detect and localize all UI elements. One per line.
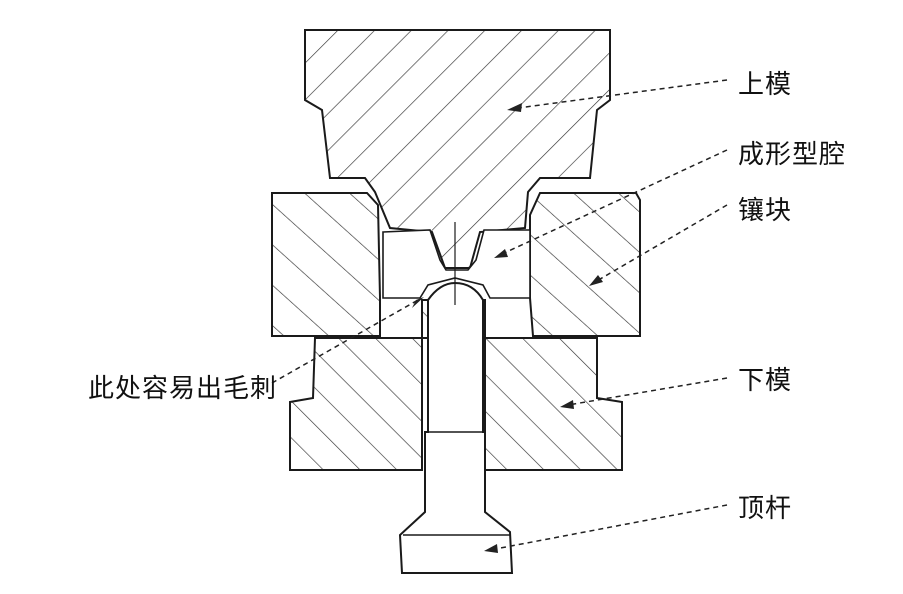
label-upper-die: 上模	[738, 70, 793, 100]
arrow-ejector-pin	[484, 544, 498, 553]
label-forming-cavity: 成形型腔	[738, 140, 847, 170]
insert-left	[271, 192, 381, 337]
leader-ejector-pin	[489, 504, 728, 551]
arrow-upper-die	[507, 103, 522, 112]
arrow-forming-cavity	[494, 249, 508, 258]
insert-right	[529, 192, 641, 337]
leader-flash	[271, 299, 419, 384]
arrow-insert	[589, 275, 603, 286]
arrow-lower-die	[560, 400, 574, 409]
label-lower-die: 下模	[738, 366, 793, 396]
label-ejector-pin: 顶杆	[738, 494, 793, 524]
leader-forming-cavity	[499, 149, 728, 256]
arrow-flash	[412, 297, 424, 308]
label-flash-note: 此处容易出毛刺	[88, 374, 278, 404]
leader-insert	[594, 204, 728, 283]
ejector-pin	[398, 281, 514, 574]
forming-cavity	[382, 229, 531, 299]
label-insert: 镶块	[738, 196, 793, 226]
lower-die	[289, 299, 623, 471]
leader-upper-die	[517, 79, 728, 109]
